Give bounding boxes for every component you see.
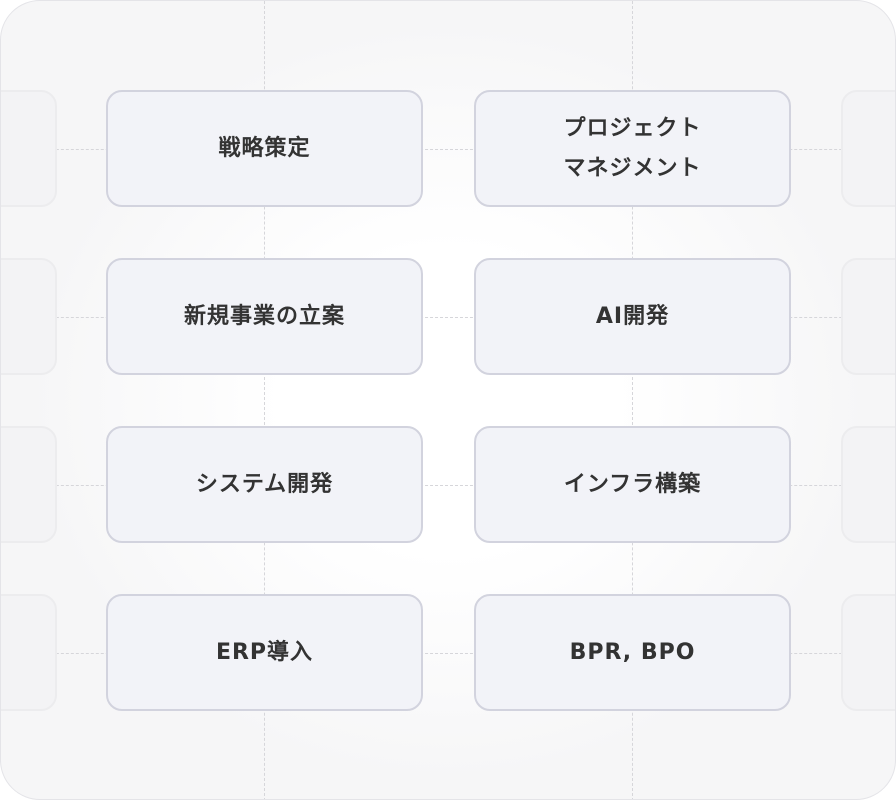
grid-line	[1, 485, 895, 486]
service-box-ai: AI開発	[474, 258, 791, 375]
grid-line	[1, 149, 895, 150]
service-box-erp: ERP導入	[106, 594, 423, 711]
ghost-box	[841, 258, 895, 375]
service-box-system: システム開発	[106, 426, 423, 543]
grid-line	[264, 1, 265, 799]
ghost-box	[841, 426, 895, 543]
grid-line	[1, 317, 895, 318]
ghost-box	[1, 90, 57, 207]
service-box-new-business: 新規事業の立案	[106, 258, 423, 375]
ghost-box	[1, 594, 57, 711]
ghost-box	[1, 258, 57, 375]
service-box-bpr-bpo: BPR, BPO	[474, 594, 791, 711]
ghost-box	[1, 426, 57, 543]
grid-line	[1, 653, 895, 654]
ghost-box	[841, 90, 895, 207]
service-box-infra: インフラ構築	[474, 426, 791, 543]
grid-line	[632, 1, 633, 799]
service-box-strategy: 戦略策定	[106, 90, 423, 207]
service-box-project-management: プロジェクト マネジメント	[474, 90, 791, 207]
ghost-box	[841, 594, 895, 711]
